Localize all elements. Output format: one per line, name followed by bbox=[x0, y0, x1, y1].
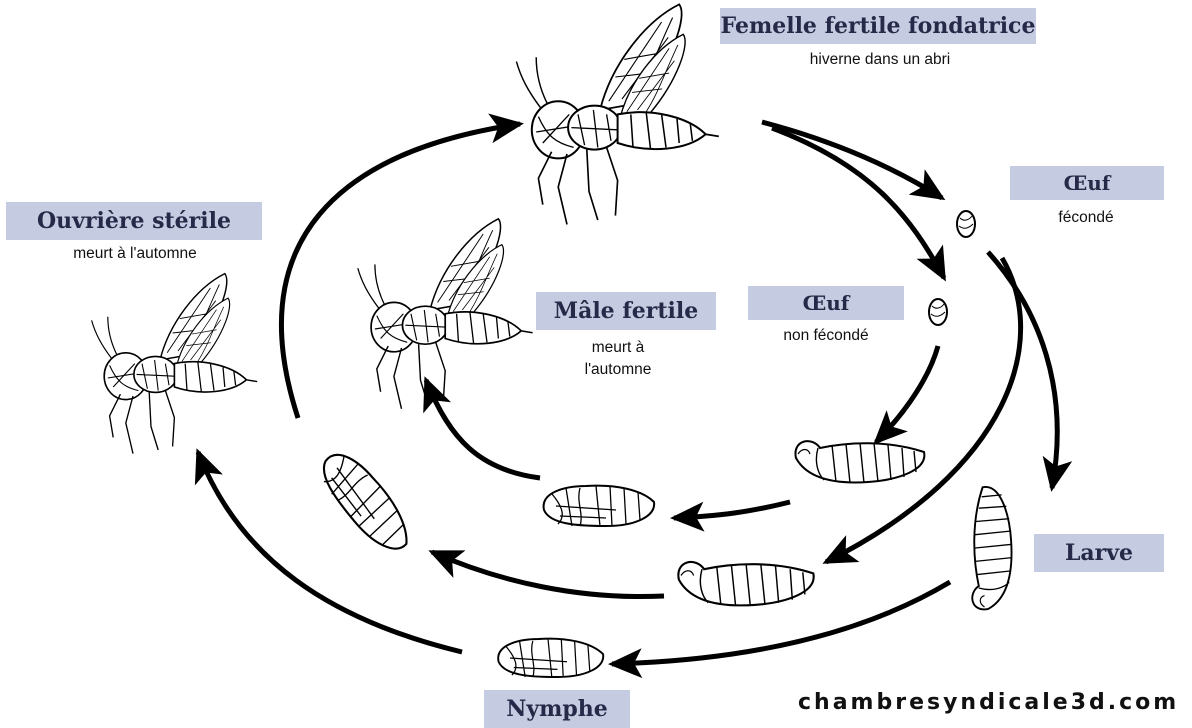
fertilized-egg-title: Œuf bbox=[1010, 166, 1164, 200]
nymph-title: Nymphe bbox=[484, 690, 630, 728]
arrow-larva-to-worker-nymph bbox=[432, 552, 664, 597]
wasp-worker-icon bbox=[92, 274, 258, 454]
nymph-icon bbox=[544, 486, 655, 526]
larva-icon bbox=[972, 487, 1012, 609]
male-note-line-2: l'automne bbox=[558, 360, 678, 380]
egg-icon bbox=[957, 211, 975, 237]
wasp-queen-icon bbox=[516, 4, 718, 224]
arrow-larva-to-male-nymph bbox=[674, 502, 790, 518]
larva-title: Larve bbox=[1034, 534, 1164, 572]
larva-icon bbox=[795, 441, 924, 483]
fertilized-egg-note: fécondé bbox=[1036, 208, 1136, 228]
arrow-unfertilized-egg-to-larva bbox=[876, 346, 938, 442]
egg-icon bbox=[929, 299, 947, 325]
wasp-male-icon bbox=[358, 219, 533, 409]
arrow-fertilized-egg-to-larva-upper bbox=[988, 252, 1057, 488]
queen-title: Femelle fertile fondatrice bbox=[720, 8, 1036, 44]
male-note-line-1: meurt à bbox=[558, 338, 678, 358]
worker-note: meurt à l'automne bbox=[30, 244, 240, 264]
nymph-icon bbox=[313, 444, 420, 560]
male-title: Mâle fertile bbox=[536, 292, 716, 330]
worker-title: Ouvrière stérile bbox=[6, 202, 262, 240]
queen-note: hiverne dans un abri bbox=[790, 50, 970, 70]
arrow-queen-to-unfertilized-egg bbox=[772, 128, 944, 278]
unfertilized-egg-title: Œuf bbox=[748, 286, 904, 320]
source-credit: chambresyndicale3d.com bbox=[798, 690, 1188, 715]
nymph-icon bbox=[498, 639, 603, 677]
larva-icon bbox=[678, 562, 813, 606]
unfertilized-egg-note: non fécondé bbox=[756, 326, 896, 346]
